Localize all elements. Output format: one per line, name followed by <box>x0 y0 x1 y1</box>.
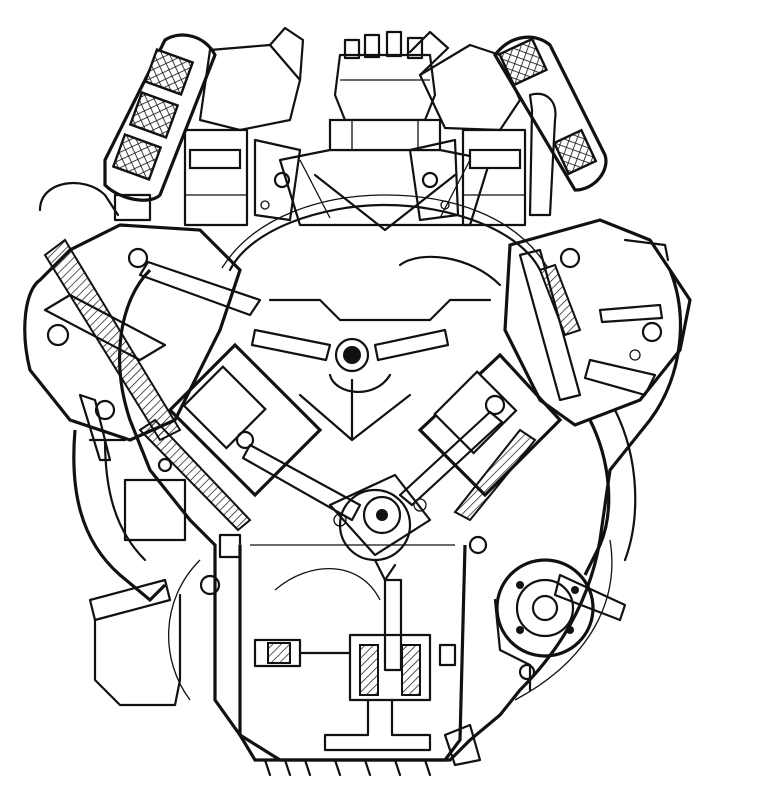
left-cylinder-head <box>23 181 262 462</box>
oil-pan <box>238 544 482 777</box>
left-air-cleaner <box>103 33 217 202</box>
starter-motor <box>468 535 595 692</box>
left-cylinder <box>138 342 362 532</box>
right-cylinder <box>398 352 563 522</box>
right-carburettor <box>408 30 527 227</box>
distributor <box>328 30 442 152</box>
oil-pump <box>253 578 457 752</box>
right-exhaust <box>553 408 637 622</box>
intake-manifold <box>278 148 492 232</box>
flywheel-housing <box>157 457 613 701</box>
crankshaft <box>328 473 432 582</box>
right-air-cleaner <box>493 35 608 217</box>
left-carburettor <box>183 26 305 227</box>
left-exhaust <box>72 429 242 707</box>
camshaft-area <box>250 298 492 442</box>
right-cylinder-head <box>398 218 692 427</box>
